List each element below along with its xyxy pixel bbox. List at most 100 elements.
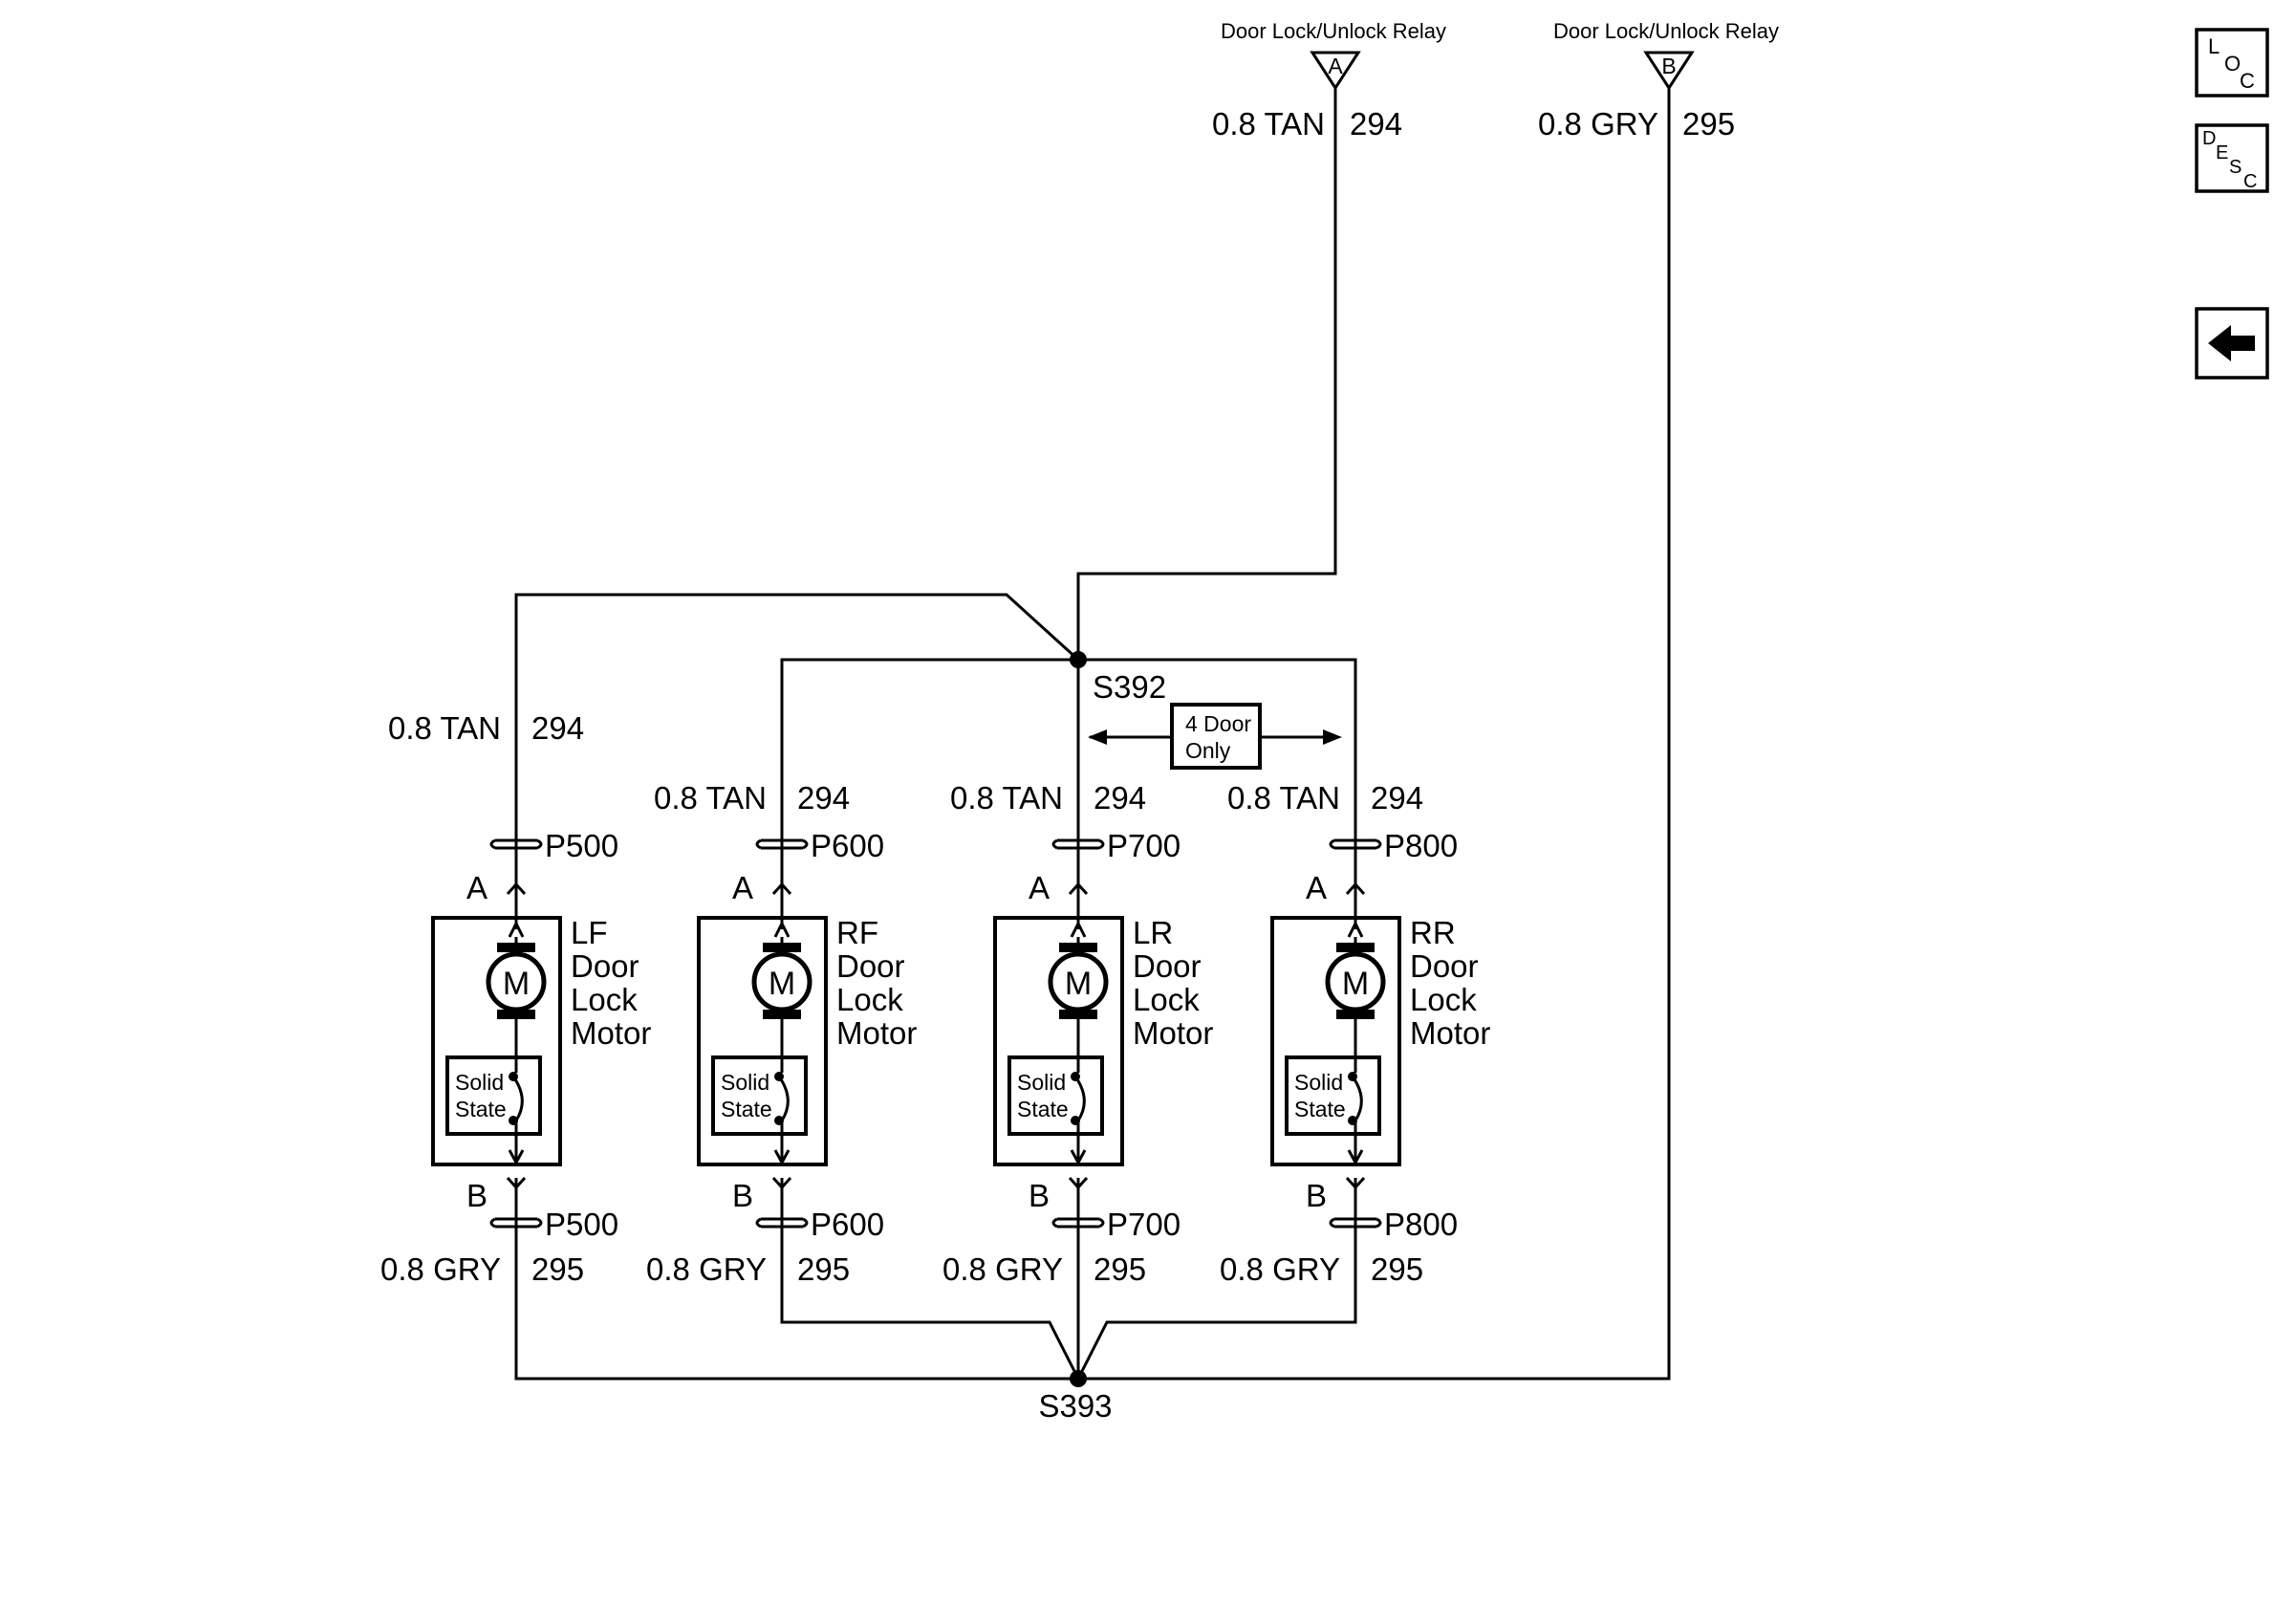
gry-295-wiring: S393: [514, 88, 1671, 1424]
svg-text:C: C: [2240, 69, 2255, 93]
motor-name-line: Motor: [1133, 1015, 1213, 1051]
pin-b-label: B: [1029, 1178, 1050, 1213]
arrow-left-icon: [2208, 325, 2255, 361]
back-button[interactable]: [2195, 307, 2269, 380]
motor-name-line: Door: [836, 948, 905, 984]
relay-a-pin: A: [1328, 54, 1343, 78]
pin-a-label: A: [466, 870, 487, 905]
note-line2: Only: [1185, 738, 1231, 763]
solid-state-box: [711, 1055, 808, 1136]
svg-text:Solid: Solid: [455, 1070, 504, 1095]
tan-294-wiring: S392: [514, 88, 1357, 894]
splice-s393-dot: [1070, 1370, 1087, 1387]
top-wire-color: 0.8 TAN: [950, 780, 1063, 816]
bottom-wire-color: 0.8 GRY: [646, 1251, 767, 1287]
motor-name-line: LR: [1133, 915, 1173, 950]
motor-symbol: M: [769, 966, 795, 1002]
bottom-connector-label: P500: [545, 1207, 618, 1242]
top-wire-color: 0.8 TAN: [654, 780, 767, 816]
splice-s393-label: S393: [1038, 1388, 1112, 1424]
splice-s392-dot: [1070, 651, 1087, 668]
motor-symbol: M: [1065, 966, 1092, 1002]
bottom-wire-color: 0.8 GRY: [1220, 1251, 1340, 1287]
svg-text:C: C: [2243, 171, 2257, 192]
arrow-left-head-icon: [1088, 729, 1107, 745]
top-connector-label: P500: [545, 828, 618, 863]
top-wire-color: 0.8 TAN: [388, 710, 501, 746]
motor-name-line: Door: [1410, 948, 1479, 984]
switch-icon: [1351, 1076, 1363, 1121]
bottom-wire-color: 0.8 GRY: [942, 1251, 1063, 1287]
relay-a-circuit: 294: [1350, 106, 1402, 141]
module-box: [697, 916, 828, 1166]
module-box: [993, 916, 1124, 1166]
svg-text:Solid: Solid: [721, 1070, 769, 1095]
motor-symbol: M: [1342, 966, 1369, 1002]
motor-name-line: RF: [836, 915, 878, 950]
pin-b-label: B: [1306, 1178, 1327, 1213]
svg-text:D: D: [2202, 128, 2216, 149]
relay-a-wire-color: 0.8 TAN: [1212, 106, 1325, 141]
relay-b-connector: Door Lock/Unlock Relay B 0.8 GRY 295: [1538, 19, 1779, 141]
svg-text:State: State: [1017, 1097, 1069, 1121]
bottom-connector-label: P800: [1384, 1207, 1458, 1242]
pin-a-label: A: [1306, 870, 1327, 905]
relay-b-circuit: 295: [1682, 106, 1735, 141]
svg-text:O: O: [2224, 52, 2241, 76]
relay-b-wire-color: 0.8 GRY: [1538, 106, 1658, 141]
desc-button[interactable]: D E S C: [2195, 123, 2269, 193]
motor-name-line: Lock: [1410, 982, 1477, 1017]
four-door-only-note: 4 Door Only: [1088, 703, 1342, 770]
bottom-wire-color: 0.8 GRY: [380, 1251, 501, 1287]
svg-text:State: State: [1294, 1097, 1346, 1121]
switch-icon: [1073, 1076, 1086, 1121]
motor-name-line: Door: [1133, 948, 1202, 984]
bottom-wire-circuit: 295: [1094, 1251, 1146, 1287]
module-box: [1270, 916, 1401, 1166]
svg-text:L: L: [2208, 34, 2220, 58]
svg-text:S: S: [2229, 157, 2242, 178]
relay-a-connector: Door Lock/Unlock Relay A 0.8 TAN 294: [1212, 19, 1446, 141]
bottom-wire-circuit: 295: [531, 1251, 584, 1287]
top-wire-circuit: 294: [797, 780, 850, 816]
solid-state-box: [445, 1055, 542, 1136]
relay-b-terminal-icon: [1643, 51, 1695, 91]
svg-text:Solid: Solid: [1017, 1070, 1066, 1095]
pin-a-label: A: [732, 870, 753, 905]
motor-icon: [1325, 951, 1386, 1012]
motor-name-line: Motor: [836, 1015, 917, 1051]
relay-a-terminal-icon: [1310, 51, 1361, 91]
top-wire-circuit: 294: [531, 710, 584, 746]
motor-name-line: RR: [1410, 915, 1456, 950]
top-wire-circuit: 294: [1094, 780, 1146, 816]
top-wire-color: 0.8 TAN: [1227, 780, 1340, 816]
motor-name-line: Door: [571, 948, 639, 984]
note-line1: 4 Door: [1185, 711, 1251, 736]
switch-icon: [777, 1076, 790, 1121]
bottom-connector-label: P700: [1107, 1207, 1180, 1242]
svg-text:Solid: Solid: [1294, 1070, 1343, 1095]
motor-name-line: LF: [571, 915, 608, 950]
pin-b-label: B: [732, 1178, 753, 1213]
top-connector-label: P700: [1107, 828, 1180, 863]
motor-name-line: Motor: [1410, 1015, 1490, 1051]
bottom-wire-circuit: 295: [1371, 1251, 1423, 1287]
motor-symbol: M: [503, 966, 530, 1002]
module-box: [431, 916, 562, 1166]
top-wire-circuit: 294: [1371, 780, 1423, 816]
motor-icon: [1048, 951, 1109, 1012]
solid-state-box: [1007, 1055, 1104, 1136]
loc-button[interactable]: L O C: [2195, 28, 2269, 98]
relay-b-pin: B: [1661, 54, 1676, 78]
relay-b-title: Door Lock/Unlock Relay: [1553, 19, 1779, 43]
pin-a-label: A: [1029, 870, 1050, 905]
motor-icon: [486, 951, 547, 1012]
motor-name-line: Lock: [836, 982, 903, 1017]
pin-b-label: B: [466, 1178, 487, 1213]
motor-icon: [751, 951, 812, 1012]
svg-text:State: State: [455, 1097, 507, 1121]
